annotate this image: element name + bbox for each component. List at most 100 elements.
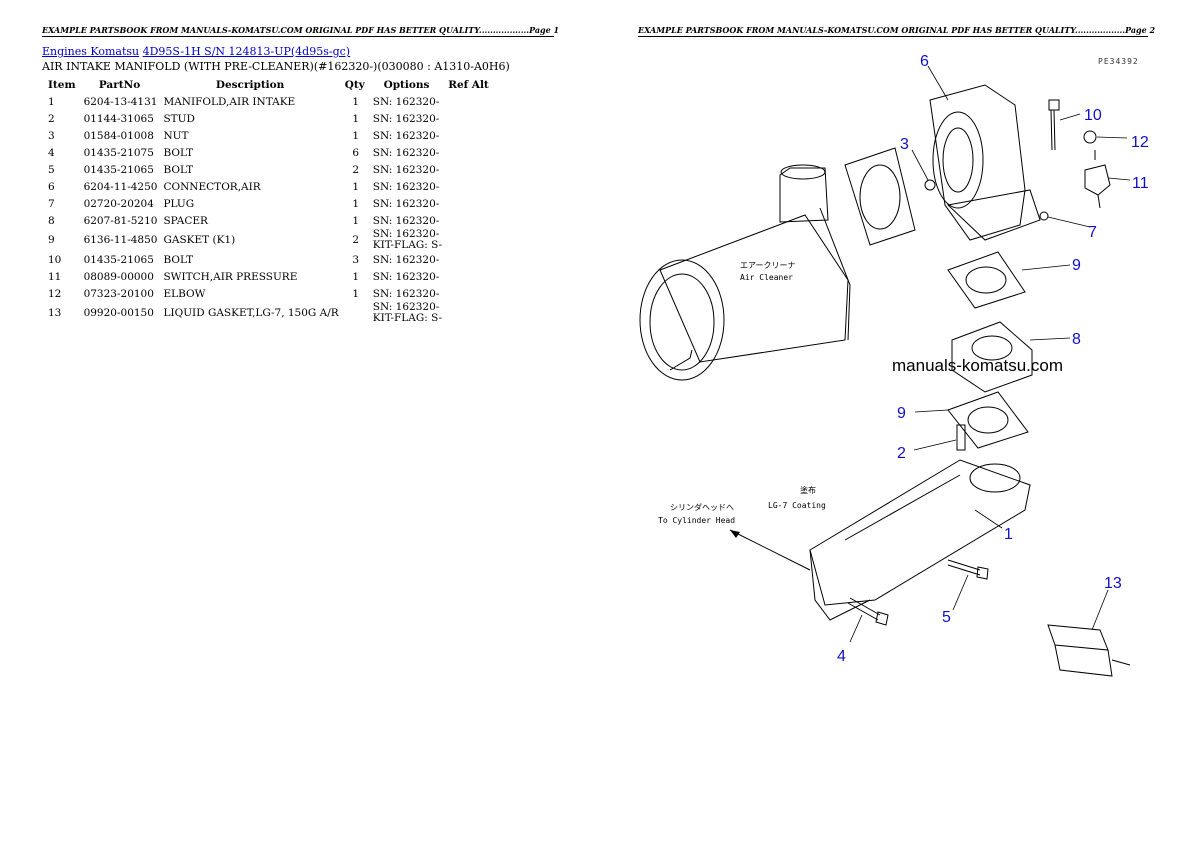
cell-refalt [444,110,493,127]
cell-refalt [444,144,493,161]
cell-qty: 1 [352,197,360,210]
callout-10: 10 [1084,107,1102,124]
cell-qty: 6 [352,146,360,159]
cell-item: 8 [48,214,55,227]
diagram-code: PE34392 [1098,57,1139,66]
cell-refalt [444,251,493,268]
cell-item: 6 [48,180,55,193]
page-header-right: EXAMPLE PARTSBOOK FROM MANUALS-KOMATSU.C… [638,25,1156,37]
cell-item: 12 [48,287,62,300]
callout-8: 8 [1072,331,1081,348]
to-head-arrowhead [730,530,740,538]
cell-options: SN: 162320- [372,253,440,266]
callout-1: 1 [1004,526,1013,543]
cell-partno: 6204-11-4250 [83,180,158,193]
cell-partno: 07323-20100 [83,287,154,300]
coating-jp-label: 塗布 [800,485,816,495]
gasket-9-lower-drawing [947,391,1029,449]
cell-item: 13 [48,307,62,319]
stud-2-drawing [956,424,966,451]
cell-description: NUT [163,129,189,142]
cell-partno: 01435-21065 [83,253,154,266]
option-serial: SN: 162320- [372,228,440,240]
to-head-label: To Cylinder Head [658,516,735,525]
col-header-options: Options [383,79,430,91]
cell-item: 7 [48,197,55,210]
cell-partno: 08089-00000 [83,270,154,283]
cell-options: SN: 162320- [372,95,440,108]
air-cleaner-jp-label: エアークリーナ [740,261,796,270]
cell-partno: 01584-01008 [83,129,154,142]
cell-description: ELBOW [163,287,206,300]
callout-12: 12 [1131,134,1149,151]
to-head-jp-label: シリンダヘッドへ [670,502,734,512]
gasket-9-upper-hole [965,266,1007,294]
callout-7: 7 [1088,224,1097,241]
cell-qty: 1 [352,112,360,125]
cell-refalt [444,212,493,229]
cell-description: BOLT [163,146,194,159]
col-header-partno: PartNo [98,79,141,91]
option-serial: SN: 162320- [372,301,440,313]
cell-partno: 6204-13-4131 [83,95,158,108]
col-header-description: Description [215,79,285,91]
cell-description: GASKET (K1) [163,234,236,246]
coating-label: LG-7 Coating [768,501,826,510]
cell-refalt [444,127,493,144]
nut-3-drawing [924,179,936,191]
cell-qty: 3 [352,253,360,266]
cell-refalt [444,229,493,251]
cell-qty: 2 [352,234,360,246]
elbow-12-drawing [1083,130,1097,144]
breadcrumb-link-model[interactable]: 4D95S-1H S/N 124813-UP(4d95s-gc) [142,45,351,58]
cell-partno: 01144-31065 [83,112,154,125]
cell-description: CONNECTOR,AIR [163,180,261,193]
plug-7-drawing [1039,211,1049,221]
switch-11-drawing [1084,150,1111,209]
page-title: AIR INTAKE MANIFOLD (WITH PRE-CLEANER)(#… [42,60,510,73]
bolts-4-5-drawing [847,559,989,626]
page-header-left: EXAMPLE PARTSBOOK FROM MANUALS-KOMATSU.C… [42,25,560,37]
cell-description: SWITCH,AIR PRESSURE [163,270,298,283]
cell-options: SN: 162320- [372,214,440,227]
liquid-gasket-13-drawing [1047,624,1131,677]
cell-refalt [444,93,493,110]
callout-11: 11 [1132,175,1149,192]
cleaner-gasket-drawing [844,147,916,246]
cell-refalt [444,268,493,285]
cell-description: MANIFOLD,AIR INTAKE [163,95,296,108]
callout-9-lower: 9 [897,405,906,422]
breadcrumb-link-engines[interactable]: Engines Komatsu [42,45,140,58]
cell-description: PLUG [163,197,195,210]
air-cleaner-label: Air Cleaner [740,273,793,282]
to-head-arrow [729,529,811,571]
callout-13: 13 [1104,575,1122,592]
col-header-refalt: Ref Alt [448,79,489,91]
cell-qty: 1 [352,180,360,193]
cell-partno: 02720-20204 [83,197,154,210]
bolt-10-drawing [1048,99,1060,151]
parts-table: Item PartNo Description Qty Options Ref … [44,77,493,324]
cell-qty: 1 [352,95,360,108]
callout-5: 5 [942,609,951,626]
cell-item: 2 [48,112,55,125]
cell-qty: 1 [352,287,360,300]
callout-3: 3 [900,136,909,153]
exploded-parts-diagram: PE34392 エアークリーナ Air Cleaner [639,53,1149,677]
gasket-9-upper-drawing [947,251,1026,309]
callout-6: 6 [920,53,929,70]
cell-description: BOLT [163,253,194,266]
cell-partno: 6207-81-5210 [83,214,158,227]
callout-2: 2 [897,445,906,462]
option-kit-flag: KIT-FLAG: S- [372,239,443,251]
